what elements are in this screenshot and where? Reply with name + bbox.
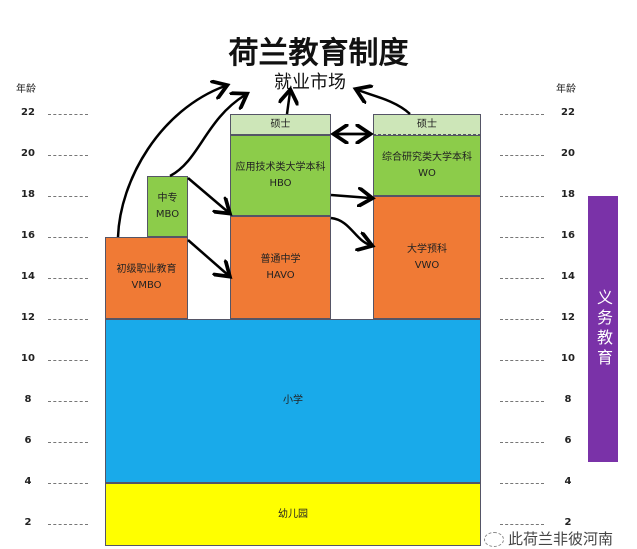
tick-dash-left [48, 524, 88, 525]
tick-dash-left [48, 442, 88, 443]
age-tick-left: 22 [21, 107, 35, 118]
age-tick-right: 20 [561, 148, 575, 159]
primary-school-block: 小学 [105, 319, 481, 483]
havo-block: 普通中学 HAVO [230, 216, 331, 319]
arrow-vmbo-to-havo [187, 239, 228, 275]
vwo-block: 大学预科 VWO [373, 196, 481, 319]
hbo-master-block: 硕士 [230, 114, 331, 135]
age-tick-left: 8 [24, 394, 32, 405]
tick-dash-left [48, 319, 88, 320]
tick-dash-left [48, 483, 88, 484]
tick-dash-right [500, 401, 544, 402]
tick-dash-right [500, 442, 544, 443]
vmbo-en: VMBO [131, 280, 162, 291]
age-tick-left: 20 [21, 148, 35, 159]
age-tick-left: 6 [24, 435, 32, 446]
title: 荷兰教育制度 [228, 36, 409, 71]
hbo-master-label: 硕士 [270, 118, 291, 130]
hbo-cn: 应用技术类大学本科 [235, 161, 326, 173]
tick-dash-left [48, 360, 88, 361]
tick-dash-left [48, 155, 88, 156]
tick-dash-left [48, 114, 88, 115]
arrow-hbo-to-vwo [330, 195, 370, 198]
tick-dash-right [500, 483, 544, 484]
vmbo-block: 初级职业教育 VMBO [105, 237, 188, 319]
tick-dash-left [48, 278, 88, 279]
primary-label: 小学 [283, 395, 303, 406]
age-tick-right: 18 [561, 189, 575, 200]
age-tick-right: 16 [561, 230, 575, 241]
age-tick-left: 12 [21, 312, 35, 323]
wo-en: WO [418, 167, 436, 179]
watermark: 此荷兰非彼河南 [484, 531, 613, 548]
compulsory-label: 义务教育 [594, 289, 613, 369]
arrow-hbo-to-market [287, 92, 290, 115]
age-tick-left: 4 [24, 476, 32, 487]
wo-master-block: 硕士 [373, 114, 481, 135]
tick-dash-left [48, 237, 88, 238]
vmbo-cn: 初级职业教育 [116, 264, 177, 275]
vwo-cn: 大学预科 [407, 243, 447, 255]
havo-en: HAVO [266, 269, 295, 281]
tick-dash-right [500, 278, 544, 279]
tick-dash-right [500, 237, 544, 238]
age-tick-left: 18 [21, 189, 35, 200]
tick-dash-right [500, 319, 544, 320]
hbo-en: HBO [269, 177, 292, 189]
mbo-en: MBO [155, 208, 180, 220]
kindergarten-block: 幼儿园 [105, 483, 481, 546]
age-tick-right: 14 [561, 271, 575, 282]
compulsory-education-bar: 义务教育 [588, 196, 618, 462]
age-tick-right: 12 [561, 312, 575, 323]
tick-dash-right [500, 524, 544, 525]
wo-cn: 综合研究类大学本科 [382, 151, 472, 163]
vwo-en: VWO [414, 259, 440, 271]
arrow-vmbo-to-market [116, 86, 225, 238]
arrow-mbo-to-hbo [187, 177, 228, 212]
hbo-block: 应用技术类大学本科 HBO [230, 135, 331, 216]
tick-dash-right [500, 196, 544, 197]
tick-dash-left [48, 196, 88, 197]
arrow-mbo-to-market [169, 95, 245, 178]
watermark-text: 此荷兰非彼河南 [508, 530, 614, 548]
age-tick-right: 22 [561, 107, 575, 118]
tick-dash-right [500, 155, 544, 156]
wechat-icon [484, 532, 504, 547]
kindergarten-label: 幼儿园 [278, 508, 308, 520]
arrow-wo-to-market [358, 90, 411, 115]
age-tick-right: 8 [564, 394, 572, 405]
havo-cn: 普通中学 [260, 253, 301, 265]
age-tick-left: 14 [21, 271, 35, 282]
mbo-cn: 中专 [157, 192, 178, 204]
age-tick-right: 6 [564, 435, 572, 446]
age-header-left: 年龄 [16, 84, 36, 95]
tick-dash-right [500, 114, 544, 115]
age-tick-left: 2 [24, 517, 32, 528]
mbo-block: 中专 MBO [147, 176, 188, 237]
tick-dash-right [500, 360, 544, 361]
arrow-havo-to-vwo [330, 216, 370, 245]
age-tick-left: 16 [21, 230, 35, 241]
tick-dash-left [48, 401, 88, 402]
age-tick-left: 10 [21, 353, 35, 364]
age-tick-right: 4 [564, 476, 572, 487]
age-tick-right: 2 [564, 517, 572, 528]
age-tick-right: 10 [561, 353, 575, 364]
age-header-right: 年龄 [556, 84, 576, 95]
wo-master-label: 硕士 [417, 118, 437, 130]
wo-block: 综合研究类大学本科 WO [373, 135, 481, 196]
